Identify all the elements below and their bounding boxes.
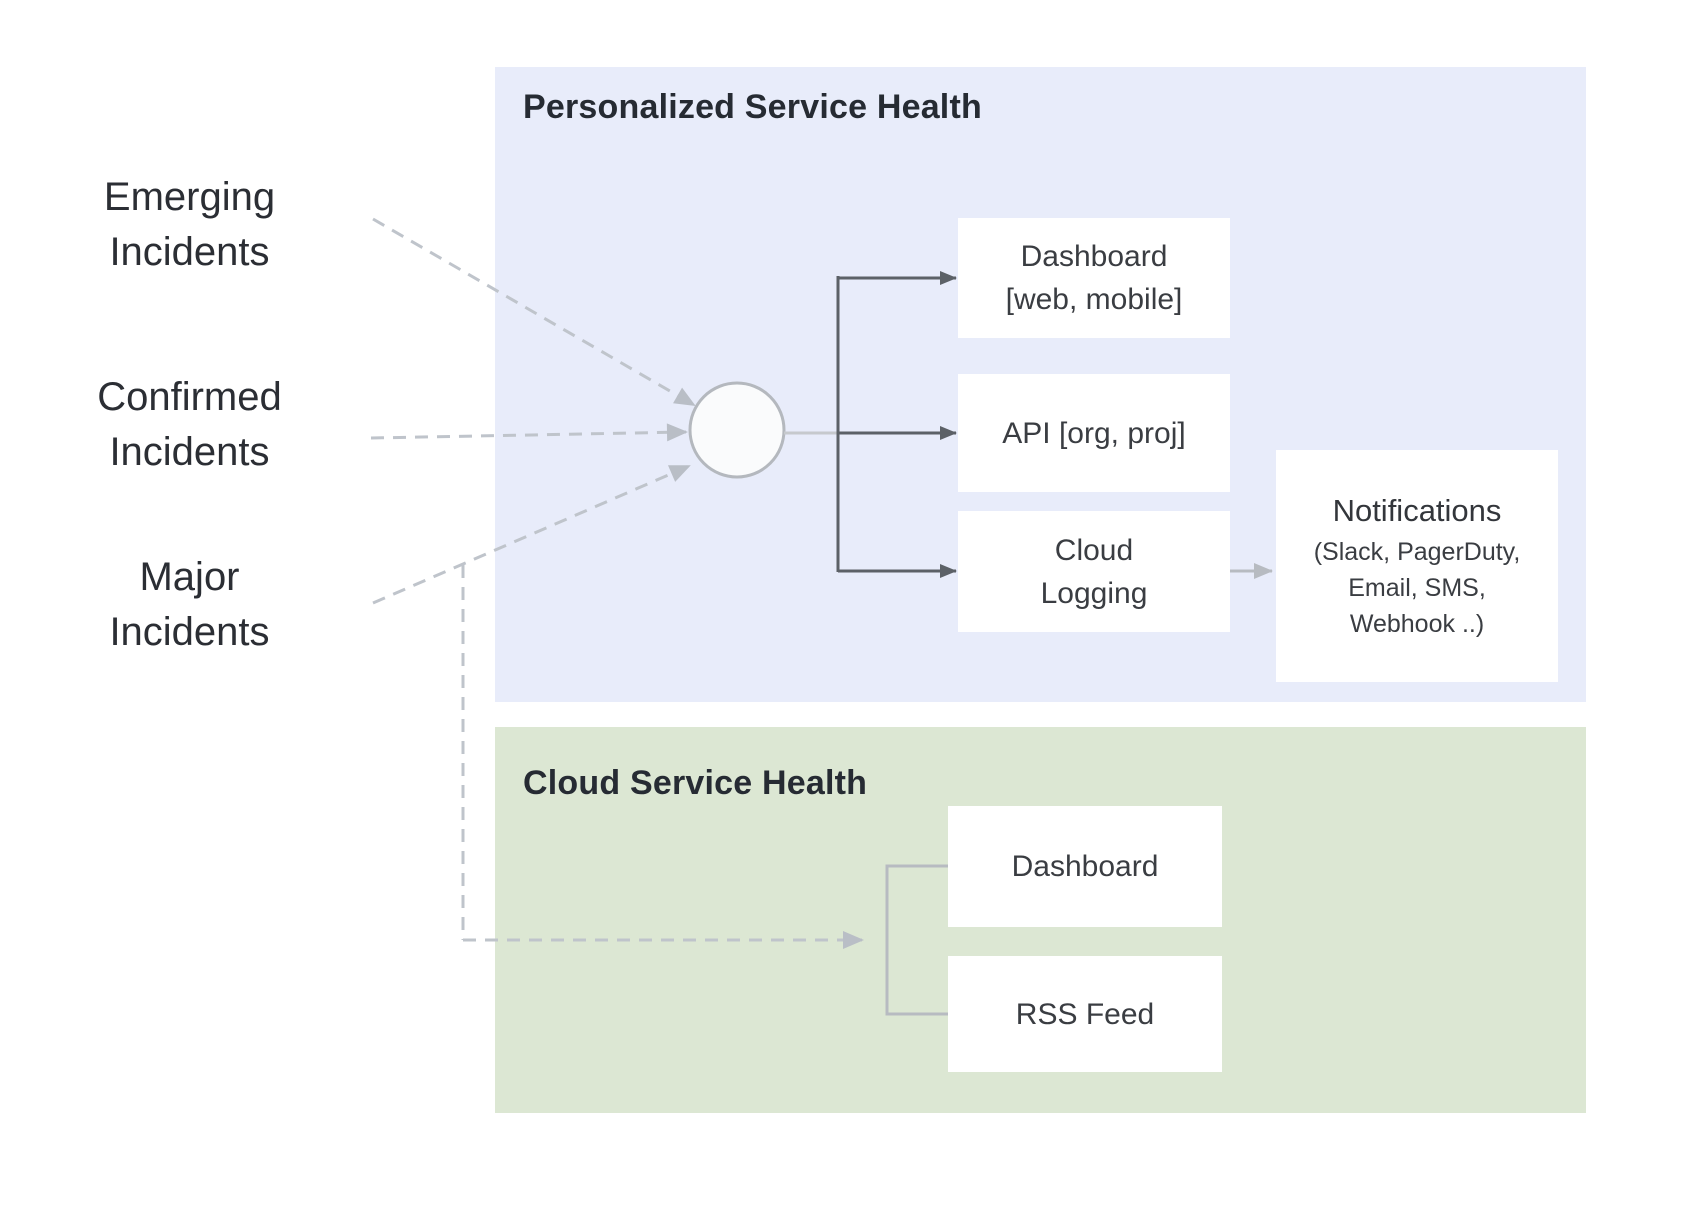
label-line: Incidents (109, 230, 270, 274)
node-label-line: Dashboard (1011, 850, 1159, 883)
label-line: Emerging (103, 175, 276, 219)
label-line: Incidents (109, 610, 270, 654)
node-label-line: [web, mobile] (1005, 283, 1183, 316)
major-incidents-arrow (372, 464, 691, 605)
node-label-line: RSS Feed (1015, 997, 1155, 1031)
label-line: Incidents (109, 430, 270, 474)
emerging-incidents-arrow (372, 217, 696, 407)
notifications-title: Notifications (1332, 492, 1502, 528)
label-line: Major (139, 555, 240, 599)
node-label-line: Logging (1040, 576, 1148, 610)
node-csh-rss-feed: RSS Feed (948, 956, 1222, 1072)
label-line: Confirmed (97, 375, 282, 419)
node-psh-dashboard: Dashboard [web, mobile] (958, 218, 1230, 338)
notifications-channels-line: Webhook ..) (1349, 609, 1485, 638)
label-major-incidents: Major Incidents (62, 550, 317, 660)
label-emerging-incidents: Emerging Incidents (62, 170, 317, 280)
node-csh-dashboard: Dashboard (948, 806, 1222, 927)
node-label-line: Cloud (1054, 533, 1134, 567)
cloud-elbow-connector (885, 864, 949, 1016)
confirmed-incidents-arrow (370, 423, 688, 442)
node-psh-cloud-logging: Cloud Logging (958, 511, 1230, 632)
cloud-section-title: Cloud Service Health (523, 764, 868, 802)
node-psh-api: API [org, proj] (958, 374, 1230, 492)
notifications-channels-line: Email, SMS, (1348, 573, 1486, 602)
hub-node-circle (688, 381, 786, 479)
personalized-section-title: Personalized Service Health (523, 88, 982, 126)
node-notifications: Notifications (Slack, PagerDuty, Email, … (1276, 450, 1558, 682)
node-label-line: API [org, proj] (1002, 416, 1186, 450)
notifications-channels-line: (Slack, PagerDuty, (1313, 537, 1521, 566)
node-label-line: Dashboard (1020, 240, 1168, 273)
label-confirmed-incidents: Confirmed Incidents (62, 370, 317, 480)
